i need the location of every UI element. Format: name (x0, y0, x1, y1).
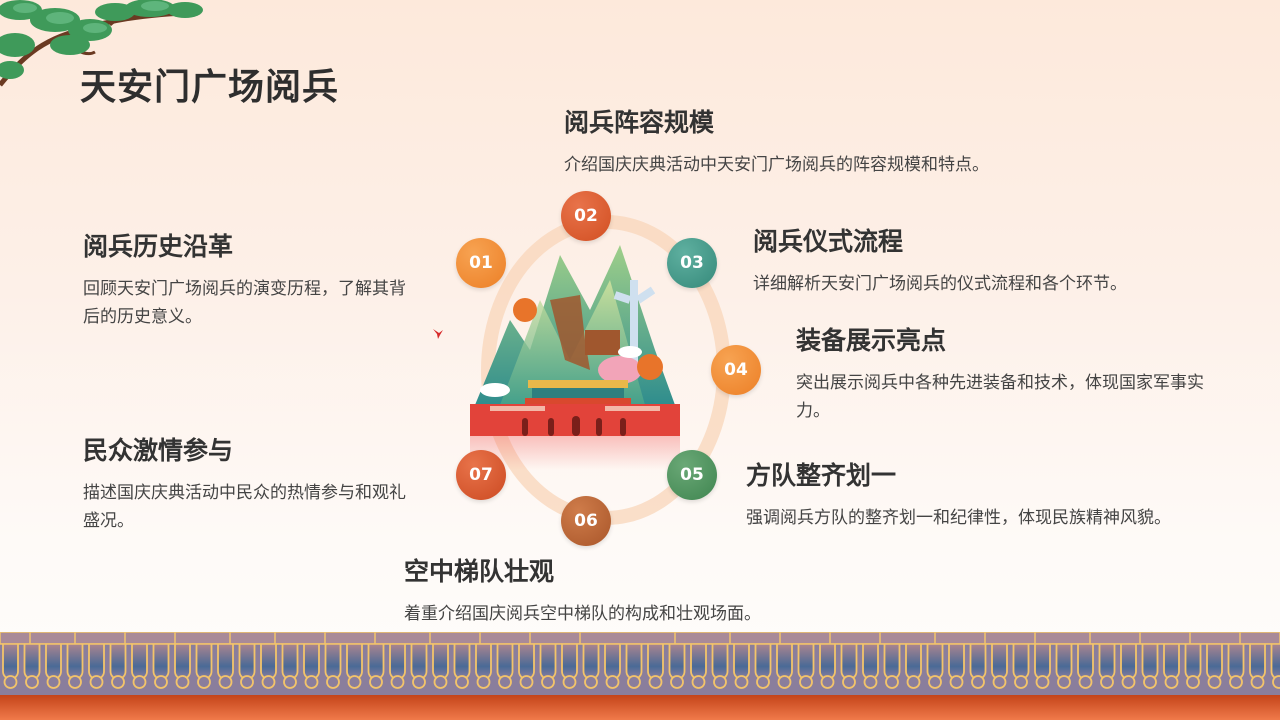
item-02-heading: 阅兵阵容规模 (564, 108, 715, 137)
badge-05: 05 (667, 450, 717, 500)
badge-02: 02 (561, 191, 611, 241)
badge-06: 06 (561, 496, 611, 546)
item-01-heading: 阅兵历史沿革 (83, 232, 234, 261)
item-03-heading: 阅兵仪式流程 (753, 227, 904, 256)
item-05-body: 强调阅兵方队的整齐划一和纪律性，体现民族精神风貌。 (746, 508, 1171, 528)
item-03: 阅兵仪式流程 详细解析天安门广场阅兵的仪式流程和各个环节。 (753, 222, 1193, 298)
item-07-heading: 民众激情参与 (83, 436, 234, 465)
item-01: 阅兵历史沿革 回顾天安门广场阅兵的演变历程，了解其背后的历史意义。 (83, 227, 413, 331)
page-title: 天安门广场阅兵 (80, 67, 340, 108)
item-03-body: 详细解析天安门广场阅兵的仪式流程和各个环节。 (753, 274, 1127, 294)
bird-icon (433, 329, 443, 339)
item-04: 装备展示亮点 突出展示阅兵中各种先进装备和技术，体现国家军事实力。 (796, 321, 1206, 425)
item-02: 阅兵阵容规模 介绍国庆庆典活动中天安门广场阅兵的阵容规模和特点。 (564, 103, 1044, 179)
item-06-body: 着重介绍国庆阅兵空中梯队的构成和壮观场面。 (404, 604, 761, 624)
item-04-body: 突出展示阅兵中各种先进装备和技术，体现国家军事实力。 (796, 373, 1204, 421)
palace-wall-border (0, 632, 1280, 720)
badge-03: 03 (667, 238, 717, 288)
item-05: 方队整齐划一 强调阅兵方队的整齐划一和纪律性，体现民族精神风貌。 (746, 456, 1226, 532)
item-06: 空中梯队壮观 着重介绍国庆阅兵空中梯队的构成和壮观场面。 (404, 552, 834, 628)
item-06-heading: 空中梯队壮观 (404, 557, 555, 586)
badge-07: 07 (456, 450, 506, 500)
item-01-body: 回顾天安门广场阅兵的演变历程，了解其背后的历史意义。 (83, 279, 406, 327)
pine-branch-decoration (0, 0, 203, 87)
badge-04: 04 (711, 345, 761, 395)
badge-01: 01 (456, 238, 506, 288)
item-02-body: 介绍国庆庆典活动中天安门广场阅兵的阵容规模和特点。 (564, 155, 989, 175)
item-07-body: 描述国庆庆典活动中民众的热情参与和观礼盛况。 (83, 483, 406, 531)
item-07: 民众激情参与 描述国庆庆典活动中民众的热情参与和观礼盛况。 (83, 431, 413, 535)
tiananmen-illustration (470, 245, 680, 470)
item-04-heading: 装备展示亮点 (796, 326, 947, 355)
item-05-heading: 方队整齐划一 (746, 461, 897, 490)
